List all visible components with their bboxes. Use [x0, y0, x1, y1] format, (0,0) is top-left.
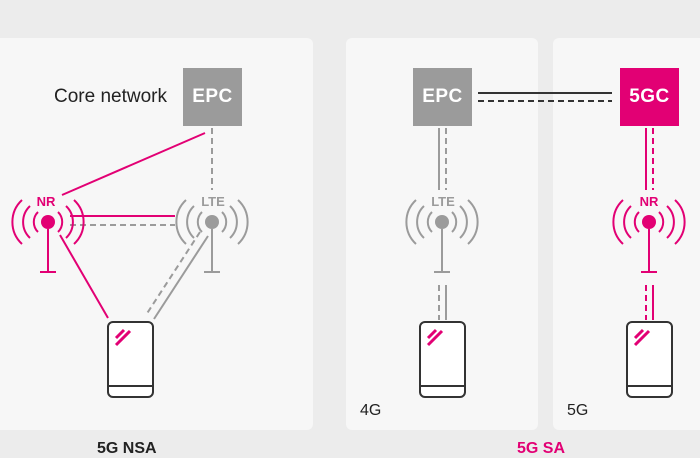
link-lte-phone-a: [145, 231, 201, 316]
core-network-label: Core network: [54, 86, 167, 107]
epc-node: EPC: [183, 68, 242, 126]
epc-node-4g: EPC: [413, 68, 472, 126]
link-lte-phone-b: [153, 235, 209, 320]
antenna-icon: [175, 199, 249, 273]
antenna-icon: [11, 199, 85, 273]
panel-label-4g: 4G: [360, 402, 382, 419]
nr-label-5g: NR: [639, 194, 659, 209]
lte-label: LTE: [201, 194, 225, 209]
5gc-node: 5GC: [620, 68, 679, 126]
panel-5g-nsa: [0, 38, 313, 430]
lte-label-4g: LTE: [431, 194, 455, 209]
link-nr-phone: [59, 234, 109, 319]
link-epc-nr: [61, 132, 206, 196]
nsa-title: 5G NSA: [97, 440, 157, 457]
panel-label-5g: 5G: [567, 402, 589, 419]
antenna-icon: [405, 199, 479, 273]
phone-icon: [626, 321, 673, 398]
antenna-icon: [612, 199, 686, 273]
phone-icon: [107, 321, 154, 398]
phone-icon: [419, 321, 466, 398]
nr-label: NR: [36, 194, 56, 209]
sa-title: 5G SA: [517, 440, 566, 457]
